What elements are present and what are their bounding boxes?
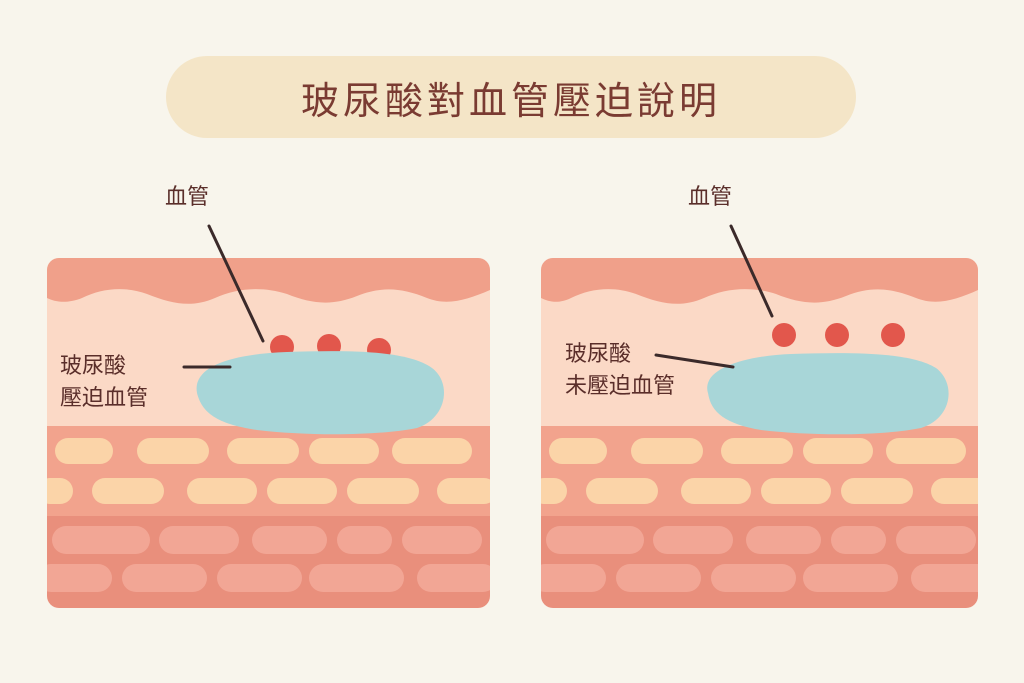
- page-title: 玻尿酸對血管壓迫說明: [300, 78, 721, 123]
- blood-vessels: [772, 323, 905, 347]
- right-filler-label-line2: 未壓迫血管: [565, 374, 676, 399]
- fat-cells: [47, 438, 490, 504]
- hyaluronic-acid-filler: [196, 351, 444, 435]
- hyaluronic-acid-filler: [707, 353, 949, 435]
- right-filler-label-line1: 玻尿酸: [565, 342, 632, 367]
- right-skin-diagram: [541, 258, 978, 608]
- epidermis-layer: [47, 258, 490, 304]
- left-vessel-label: 血管: [165, 185, 210, 210]
- fat-cells: [541, 438, 978, 504]
- right-vessel-label: 血管: [688, 185, 733, 210]
- title-banner: 玻尿酸對血管壓迫說明: [166, 56, 856, 138]
- deep-cells: [541, 526, 978, 592]
- left-filler-label-line2: 壓迫血管: [60, 386, 149, 411]
- left-skin-diagram: [47, 258, 490, 608]
- deep-cells: [47, 526, 490, 592]
- left-filler-label-line1: 玻尿酸: [60, 354, 127, 379]
